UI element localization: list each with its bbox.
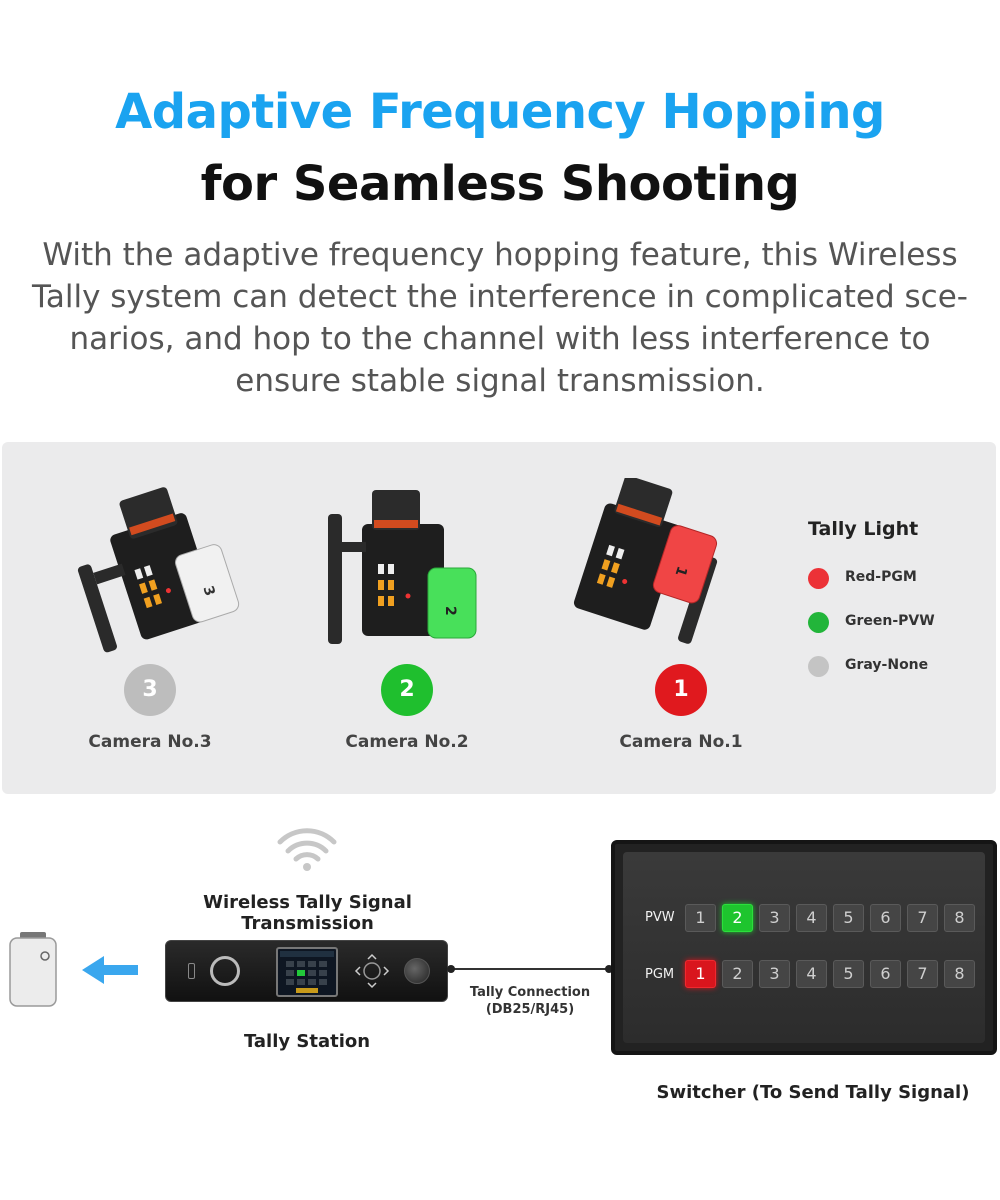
legend-title: Tally Light xyxy=(808,518,919,540)
legend-label: Green-PVW xyxy=(845,613,935,629)
tally-receiver-icon xyxy=(652,525,718,604)
gray-dot-icon xyxy=(808,656,829,677)
pgm-button-5[interactable]: 5 xyxy=(833,960,864,988)
pvw-button-5[interactable]: 5 xyxy=(833,904,864,932)
pgm-button-4[interactable]: 4 xyxy=(796,960,827,988)
legend-label: Red-PGM xyxy=(845,569,917,585)
hollyland-logo-icon xyxy=(210,956,240,986)
headline-subtitle: for Seamless Shooting xyxy=(200,156,800,212)
wireless-transmission-label: Wireless Tally Signal Transmission xyxy=(203,892,412,934)
camera-2-badge: 2 xyxy=(381,664,433,716)
wifi-icon xyxy=(277,828,337,871)
switcher-label: Switcher (To Send Tally Signal) xyxy=(656,1082,970,1103)
pgm-row-label: PGM xyxy=(645,967,675,982)
pgm-button-7[interactable]: 7 xyxy=(907,960,938,988)
pgm-button-8[interactable]: 8 xyxy=(944,960,975,988)
camera-2-label: Camera No.2 xyxy=(345,732,469,752)
camera-2-illustration: 2 xyxy=(328,490,477,644)
camera-1-label: Camera No.1 xyxy=(619,732,743,752)
connection-label: Tally Connection (DB25/RJ45) xyxy=(456,984,604,1018)
tally-station-label: Tally Station xyxy=(243,1031,371,1052)
pgm-button-1[interactable]: 1 xyxy=(685,960,716,988)
pvw-button-1[interactable]: 1 xyxy=(685,904,716,932)
pgm-button-3[interactable]: 3 xyxy=(759,960,790,988)
svg-text:1: 1 xyxy=(672,564,690,578)
connection-dot xyxy=(605,965,613,973)
pvw-button-3[interactable]: 3 xyxy=(759,904,790,932)
tally-connection-line xyxy=(448,968,611,970)
description-line: Tally system can detect the interference… xyxy=(32,279,968,315)
svg-text:3: 3 xyxy=(199,584,217,598)
station-screen xyxy=(276,947,338,997)
pgm-button-2[interactable]: 2 xyxy=(722,960,753,988)
connection-dot xyxy=(447,965,455,973)
camera-3-label: Camera No.3 xyxy=(88,732,212,752)
svg-text:2: 2 xyxy=(442,606,458,616)
pvw-button-6[interactable]: 6 xyxy=(870,904,901,932)
red-dot-icon xyxy=(808,568,829,589)
description-line: With the adaptive frequency hopping feat… xyxy=(42,237,958,273)
switcher-panel: PVW PGM 1 2 3 4 5 6 7 8 1 2 3 4 5 6 7 8 xyxy=(623,852,985,1043)
arrow-left-icon xyxy=(82,956,138,984)
camera-1-badge: 1 xyxy=(655,664,707,716)
usb-port-icon xyxy=(188,963,195,979)
camera-3-illustration: 3 xyxy=(77,487,240,653)
tally-receiver-icon xyxy=(175,544,240,623)
knob-icon xyxy=(404,958,430,984)
camera-1-illustration: 1 xyxy=(573,478,718,644)
description-line: narios, and hop to the channel with less… xyxy=(69,321,931,357)
pvw-row-label: PVW xyxy=(645,910,675,925)
hollyland-logo-icon xyxy=(40,951,50,961)
green-dot-icon xyxy=(808,612,829,633)
description: With the adaptive frequency hopping feat… xyxy=(4,234,996,402)
connection-label-line1: Tally Connection xyxy=(469,985,591,1000)
pvw-button-2[interactable]: 2 xyxy=(722,904,753,932)
pgm-button-6[interactable]: 6 xyxy=(870,960,901,988)
camera-3-badge: 3 xyxy=(124,664,176,716)
switcher-device: PVW PGM 1 2 3 4 5 6 7 8 1 2 3 4 5 6 7 8 xyxy=(611,840,997,1055)
pvw-button-8[interactable]: 8 xyxy=(944,904,975,932)
tally-receiver-icon xyxy=(427,567,477,639)
legend-label: Gray-None xyxy=(845,657,929,673)
pvw-button-7[interactable]: 7 xyxy=(907,904,938,932)
station-screen-grid xyxy=(280,951,334,993)
tally-station-device xyxy=(165,940,448,1002)
nav-buttons-icon xyxy=(354,953,390,989)
headline-title: Adaptive Frequency Hopping xyxy=(115,84,885,140)
description-line: ensure stable signal transmission. xyxy=(235,363,765,399)
pvw-button-4[interactable]: 4 xyxy=(796,904,827,932)
tally-receiver-icon xyxy=(9,932,57,1007)
connection-label-line2: (DB25/RJ45) xyxy=(485,1002,575,1017)
